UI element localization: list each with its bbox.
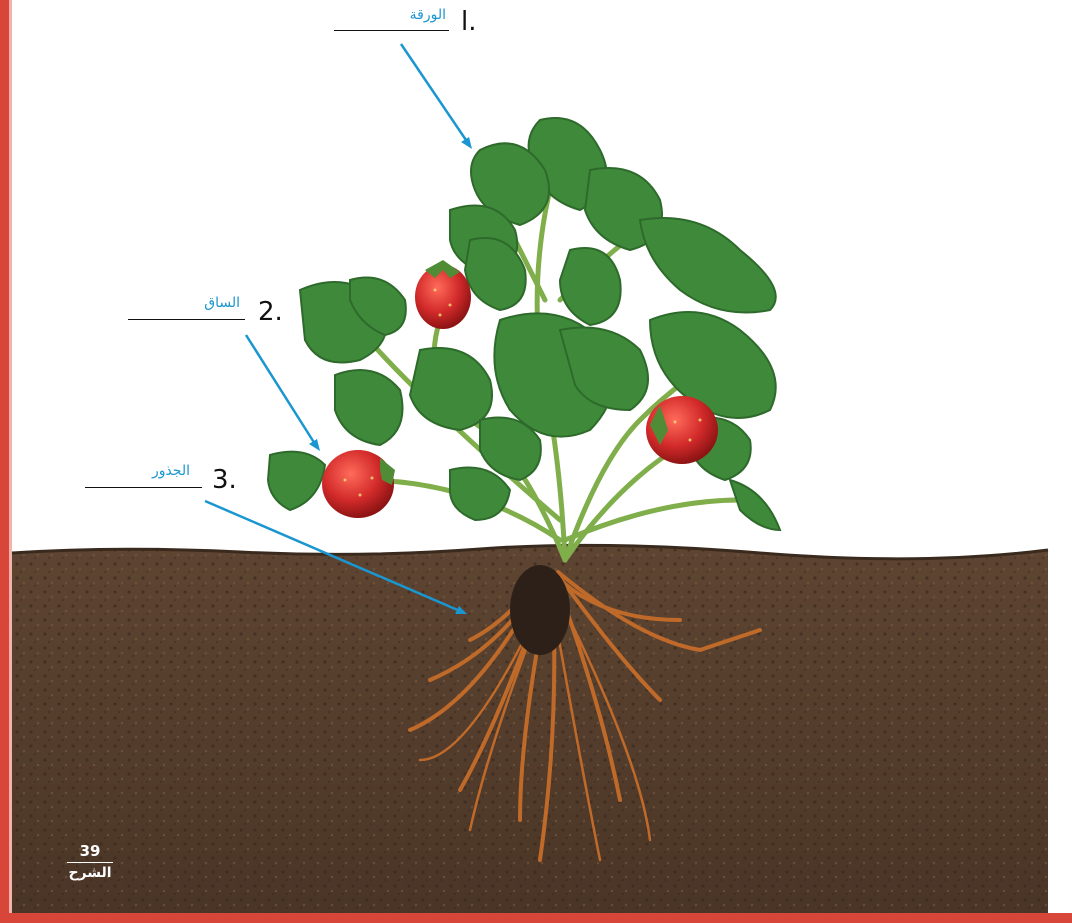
answer-line-2 — [128, 319, 245, 320]
answer-line-1 — [334, 30, 449, 31]
label-number-1: ا. — [461, 9, 477, 35]
page-reference-number: 39 — [67, 842, 113, 863]
label-word-leaf: الورقة — [386, 8, 446, 22]
label-number-3: 3. — [212, 467, 237, 493]
label-word-roots: الجذور — [130, 464, 190, 478]
left-border — [0, 0, 9, 923]
answer-line-3 — [85, 487, 202, 488]
label-number-2: 2. — [258, 299, 283, 325]
label-word-stem: الساق — [180, 296, 240, 310]
page-reference-text: الشرح — [50, 863, 130, 881]
arrow-stem — [246, 335, 320, 451]
page-reference[interactable]: 39 الشرح — [50, 842, 130, 881]
arrow-leaf — [401, 44, 472, 149]
bottom-border — [0, 913, 1072, 923]
